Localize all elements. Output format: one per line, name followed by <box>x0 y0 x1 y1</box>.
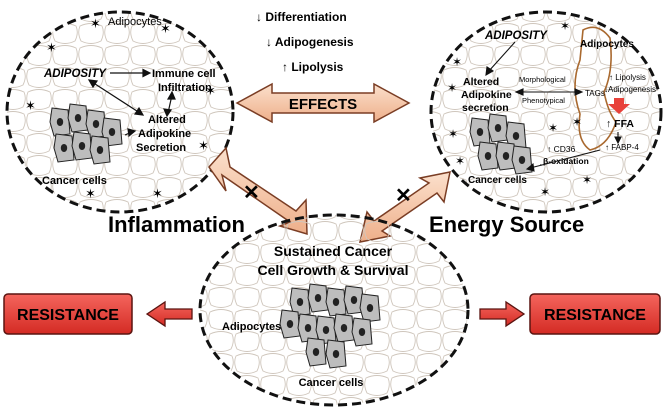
star-icon: ✶ <box>447 81 457 95</box>
cd36-label: ↑ CD36 <box>547 144 576 154</box>
fabp4-label: ↑ FABP-4 <box>605 143 639 152</box>
phenotypical-label: Phenotypical <box>522 96 565 105</box>
ffa-down-arrow-icon <box>608 98 630 114</box>
right-arrow-icon <box>479 300 526 328</box>
star-icon: ✶ <box>448 127 458 141</box>
resistance-box <box>529 293 661 335</box>
star-icon: ✶ <box>455 154 465 168</box>
right-altered-line2: Adipokine <box>461 89 512 101</box>
growth-title-line1: Sustained Cancer <box>274 243 393 259</box>
star-icon: ✶ <box>85 186 96 201</box>
star-icon: ✶ <box>152 186 163 201</box>
arrowhead-icon <box>142 68 152 78</box>
tags-label: TAGs <box>585 89 605 98</box>
right-altered-line1: Altered <box>463 76 499 88</box>
arrowhead-icon <box>614 136 622 145</box>
arrow-fabp4-cancer <box>541 149 601 166</box>
right-resistance-label: RESISTANCE <box>544 307 646 324</box>
arrowhead-icon <box>133 106 145 116</box>
adipogenesis-label: ↓Adipogenesis <box>604 85 656 94</box>
bottom-growth-panel: Sustained Cancer Cell Growth & Survival … <box>198 213 470 407</box>
star-icon: ✶ <box>582 173 592 187</box>
double-arrow-icon <box>235 82 411 124</box>
star-icon: ✶ <box>160 21 171 36</box>
right-cancer-cells-label: Cancer cells <box>468 175 527 186</box>
resistance-box <box>3 293 133 335</box>
effects-item-lipolysis: ↑ Lipolysis <box>282 60 344 74</box>
b-oxidation-label: β-oxidation <box>543 156 589 166</box>
left-adiposity-label: ADIPOSITY <box>43 68 107 80</box>
inflammation-label: Inflammation <box>108 212 245 237</box>
ffa-label: ↑ FFA <box>606 118 634 130</box>
arrow-adiposity-altered <box>91 81 141 114</box>
effects-list: ↓ Differentiation ↓ Adipogenesis ↑ Lipol… <box>256 10 354 74</box>
effects-double-arrow: EFFECTS <box>235 82 411 124</box>
star-icon: ✶ <box>540 185 550 199</box>
effects-item-differentiation: ↓ Differentiation <box>256 10 347 24</box>
bottom-adipocytes-label: Adipocytes <box>222 321 281 333</box>
right-altered-line3: secretion <box>462 102 509 114</box>
left-altered-line3: Secretion <box>136 142 186 154</box>
star-icon: ✶ <box>198 138 209 153</box>
inhibit-x-icon: ✕ <box>395 185 412 207</box>
left-resistance-label: RESISTANCE <box>17 307 119 324</box>
bottom-cancer-cells-label: Cancer cells <box>299 377 364 389</box>
effects-label: EFFECTS <box>289 96 357 113</box>
left-arrow-icon <box>145 300 193 328</box>
left-altered-line2: Adipokine <box>138 128 191 140</box>
arrowhead-icon <box>574 88 584 96</box>
star-icon: ✶ <box>560 19 570 33</box>
morphological-label: Morphological <box>519 75 566 84</box>
star-icon: ✶ <box>572 115 582 129</box>
star-icon: ✶ <box>90 16 101 31</box>
star-icon: ✶ <box>205 83 216 98</box>
right-adiposity-label: ADIPOSITY <box>484 30 548 42</box>
adipocyte-outline <box>574 26 617 151</box>
star-icon: ✶ <box>46 40 57 55</box>
left-resistance-group: RESISTANCE <box>3 293 193 335</box>
effects-item-adipogenesis: ↓ Adipogenesis <box>266 35 354 49</box>
arrowhead-icon <box>87 79 99 89</box>
right-stars: ✶ ✶ ✶ ✶ ✶ ✶ ✶ ✶ ✶ <box>447 19 592 199</box>
left-arrows <box>87 68 176 138</box>
arrowhead-icon <box>127 128 137 138</box>
left-panel-border <box>5 10 235 214</box>
left-immune-line2: Infiltration <box>158 82 212 94</box>
left-altered-line1: Altered <box>148 114 186 126</box>
lipolysis-label: ↑ Lipolysis <box>609 73 646 82</box>
arrow-adiposity-altered <box>487 41 516 73</box>
star-icon: ✶ <box>548 121 558 135</box>
arrowhead-icon <box>525 162 535 172</box>
right-arrows <box>485 41 622 172</box>
star-icon: ✶ <box>25 98 36 113</box>
arrowhead-icon <box>485 66 495 77</box>
arrowhead-icon <box>166 90 176 100</box>
growth-title-line2: Cell Growth & Survival <box>258 262 409 278</box>
energy-source-label: Energy Source <box>429 212 584 237</box>
left-stars: ✶ ✶ ✶ ✶ ✶ ✶ ✶ ✶ <box>25 16 216 201</box>
right-resistance-group: RESISTANCE <box>479 293 661 335</box>
left-adiposity-panel: ✶ ✶ ✶ ✶ ✶ ✶ ✶ ✶ Adipocytes ADIPOSITY Imm… <box>5 10 235 214</box>
left-cancer-cells-label: Cancer cells <box>42 175 107 187</box>
left-immune-line1: Immune cell <box>152 68 216 80</box>
right-adipocytes-label: Adipocytes <box>580 39 634 50</box>
arrowhead-icon <box>514 88 524 96</box>
inhibit-x-icon: ✕ <box>243 182 260 204</box>
left-adipocytes-label: Adipocytes <box>108 16 162 28</box>
right-energy-panel: ✶ ✶ ✶ ✶ ✶ ✶ ✶ ✶ ✶ ADIPOSITY Adipocytes A… <box>429 10 663 214</box>
arrowhead-icon <box>163 108 173 118</box>
star-icon: ✶ <box>452 55 462 69</box>
